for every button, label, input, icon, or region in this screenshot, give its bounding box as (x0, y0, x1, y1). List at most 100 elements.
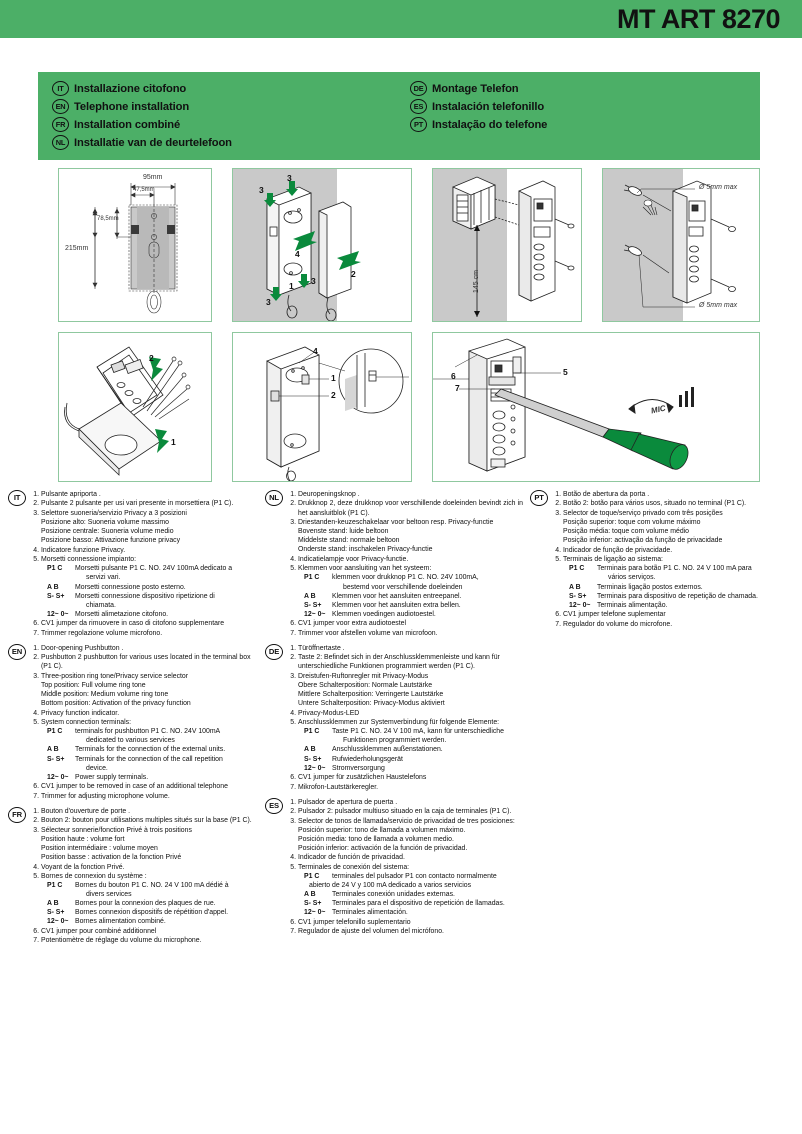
terminal-entry: 12~ 0~Klemmen voedingen audiotoestel. (298, 610, 523, 619)
terminal-key: P1 C (569, 565, 585, 573)
section-pt: PT 1.Botão de abertura da porta .2.Botão… (530, 490, 798, 629)
instruction-item: 2.Taste 2: Befindet sich in der Anschlus… (287, 653, 523, 671)
terminal-desc: Morsetti pulsante P1 C. NO. 24V 100mA de… (75, 565, 233, 573)
callout-3a: 3 (287, 173, 292, 183)
item-number: 2. (33, 500, 39, 508)
section-items-nl: 1.Deuropeningsknop .2.Drukknop 2, deze d… (265, 490, 523, 638)
terminal-desc: Rufwiederholungsgerät (332, 755, 403, 763)
item-number: 7. (33, 937, 39, 945)
item-number: 1. (555, 491, 561, 498)
terminal-desc: Bornes alimentation combiné. (75, 918, 166, 926)
item-number: 2. (290, 808, 296, 816)
item-number: 2. (33, 654, 39, 662)
item-text: Pulsante 2 pulsante per usi vari present… (41, 500, 234, 508)
hole-label-bottom: Ø 5mm max (699, 302, 738, 309)
item-subline: Untere Schalterposition: Privacy-Modus a… (298, 700, 445, 708)
section-items-es: 1.Pulsador de apertura de puerta .2.Puls… (265, 798, 523, 937)
figure-panel-front-detail: 4 1 2 (232, 332, 412, 482)
terminal-key: S- S+ (304, 601, 322, 609)
terminal-key: P1 C (304, 873, 320, 880)
item-number: 6. (290, 620, 296, 628)
item-number: 3. (33, 826, 39, 834)
item-subline: Middelste stand: normale beltoon (298, 537, 400, 545)
terminal-desc: Morsetti connessione posto esterno. (75, 583, 186, 591)
instruction-item: 6.CV1 jumper voor extra audiotoestel (287, 619, 523, 628)
instruction-item: 2.Botão 2: botão para vários usos, situa… (552, 499, 798, 508)
section-it: IT 1.Pulsante apriporta .2.Pulsante 2 pu… (8, 490, 260, 638)
terminal-entry: S- S+Klemmen voor het aansluiten extra b… (298, 601, 523, 610)
terminal-key: S- S+ (304, 755, 322, 763)
item-number: 6. (290, 918, 296, 926)
terminals-drawing (433, 338, 694, 472)
section-badge-es: ES (265, 797, 283, 814)
terminal-key: S- S+ (47, 592, 65, 600)
section-items-it: 1.Pulsante apriporta .2.Pulsante 2 pulsa… (8, 490, 260, 638)
terminal-key: P1 C (304, 574, 320, 582)
instruction-item: 6.CV1 jumper für zusätzlichen Haustelefo… (287, 773, 523, 782)
instruction-item: 7.Mikrofon-Lautstärkeregler. (287, 783, 523, 792)
callout-3c: 3 (266, 297, 271, 307)
item-number: 3. (33, 509, 39, 517)
instruction-item: 4.Indicador de função de privacidade. (552, 546, 798, 555)
section-nl: NL 1.Deuropeningsknop .2.Drukknop 2, dez… (265, 490, 523, 638)
instruction-item: 1.Pulsador de apertura de puerta . (287, 798, 523, 807)
item-text: Bouton d'ouverture de porte . (41, 807, 131, 815)
language-label-pt: Instalação do telefone (432, 118, 548, 131)
panel-shade (603, 169, 683, 321)
language-label-fr: Installation combiné (74, 118, 181, 131)
item-number: 5. (33, 719, 39, 727)
item-text: Terminais de ligação ao sistema: (563, 556, 663, 564)
language-row-pt: PT Instalação do telefone (410, 116, 547, 133)
instruction-item: 1.Türöffnertaste . (287, 644, 523, 653)
instruction-item: 7.Regulador do volume do microfone. (552, 620, 798, 629)
terminal-desc: Power supply terminals. (75, 773, 149, 781)
callout-3d: 3 (311, 276, 316, 286)
item-text: Terminales de conexión del sistema: (298, 863, 410, 871)
callout-7: 7 (455, 383, 460, 393)
dimension-drawing (92, 183, 178, 314)
terminal-key: A B (47, 900, 59, 908)
terminal-desc: terminals for pushbutton P1 C. NO. 24V 1… (75, 728, 221, 736)
terminal-desc: Terminals for the connection of the call… (75, 755, 223, 763)
item-subline: Posizione centrale: Suoneria volume medi… (41, 528, 174, 536)
instruction-item: 1.Pulsante apriporta . (30, 490, 260, 499)
language-badge-es: ES (410, 99, 427, 114)
callout-3b: 3 (259, 185, 264, 195)
terminal-desc-cont: divers services (86, 891, 132, 899)
language-label-it: Installazione citofono (74, 82, 187, 95)
terminal-desc: Anschlussklemmen außenstationen. (332, 746, 443, 754)
section-en: EN 1.Door-opening Pushbutton .2.Pushbutt… (8, 643, 260, 801)
item-number: 1. (290, 491, 296, 498)
dim-label-center: 47,5mm (133, 187, 155, 193)
callout-6: 6 (451, 371, 456, 381)
figure-panel-backbox-height: 145 cm (432, 168, 582, 322)
terminal-key: 12~ 0~ (47, 918, 69, 926)
terminal-desc-cont: abierto de 24 V y 100 mA dedicado a vari… (309, 882, 472, 890)
item-text: Privacy function indicator. (41, 709, 120, 717)
terminal-key: P1 C (47, 882, 63, 890)
instruction-item: 5.Anschlussklemmen zur Systemverbindung … (287, 718, 523, 773)
item-number: 5. (555, 556, 561, 564)
terminal-key: A B (47, 746, 59, 754)
instruction-item: 6.CV1 jumper pour combiné additionnel (30, 927, 260, 936)
terminal-entry: S- S+Terminais para dispositivo de repet… (563, 592, 798, 601)
section-badge-nl: NL (265, 490, 283, 506)
terminal-desc-cont: bestemd voor verschillende doeleinden (343, 583, 463, 591)
instruction-item: 3.Selector de tonos de llamada/servicio … (287, 817, 523, 853)
item-number: 6. (33, 927, 39, 935)
item-text: CV1 jumper für zusätzlichen Haustelefons (298, 774, 427, 782)
terminal-desc-cont: vários serviços. (608, 574, 656, 582)
language-list-box: IT Installazione citofono EN Telephone i… (38, 72, 760, 160)
terminal-key: 12~ 0~ (304, 764, 326, 772)
language-row-it: IT Installazione citofono (52, 80, 232, 97)
item-subline: Middle position: Medium volume ring tone (41, 691, 169, 699)
item-number: 2. (33, 817, 39, 825)
section-es: ES 1.Pulsador de apertura de puerta .2.P… (265, 797, 523, 937)
item-number: 5. (33, 873, 39, 880)
language-badge-fr: FR (52, 117, 69, 132)
terminal-desc: Bornes connexion dispositifs de répétiti… (75, 909, 229, 917)
